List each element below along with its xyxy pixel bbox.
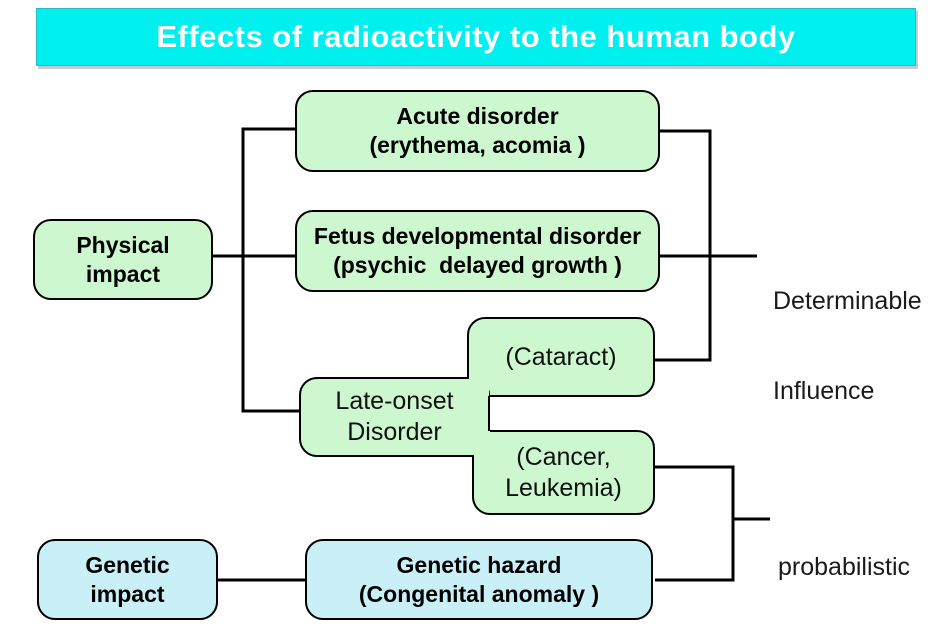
diagram-title: Effects of radioactivity to the human bo…	[36, 8, 916, 66]
box-late-onset-line1: Late-onset	[335, 387, 454, 415]
box-genetic-hazard-line2: (Congenital anomaly )	[358, 580, 600, 607]
label-probabilistic-line1: probabilistic	[778, 553, 911, 581]
diagram-title-text: Effects of radioactivity to the human bo…	[156, 19, 796, 54]
box-late-onset-disorder: Late-onset Disorder	[299, 377, 490, 457]
connector-left-bracket	[241, 127, 299, 413]
label-determinable-line2: Influence	[773, 377, 875, 405]
box-cancer-leukemia: (Cancer, Leukemia)	[472, 430, 655, 515]
box-acute-disorder: Acute disorder (erythema, acomia )	[295, 90, 660, 172]
box-genetic-impact-line1: Genetic	[85, 551, 170, 578]
box-cataract: (Cataract)	[467, 317, 655, 397]
box-genetic-hazard: Genetic hazard (Congenital anomaly )	[305, 539, 653, 620]
label-determinable-influence: Determinable Influence	[773, 226, 922, 466]
box-acute-disorder-line2: (erythema, acomia )	[369, 132, 586, 158]
box-cancer-leukemia-line2: Leukemia)	[505, 473, 622, 502]
box-genetic-hazard-line1: Genetic hazard	[396, 551, 562, 578]
connector-right-bracket-bottom	[655, 465, 735, 582]
box-physical-impact-line2: impact	[85, 260, 161, 287]
box-fetus-disorder: Fetus developmental disorder (psychic de…	[295, 210, 660, 292]
box-fetus-disorder-line1: Fetus developmental disorder	[313, 223, 642, 249]
box-acute-disorder-line1: Acute disorder	[396, 103, 559, 129]
box-fetus-disorder-line2: (psychic delayed growth )	[333, 252, 622, 278]
box-physical-impact-line1: Physical	[76, 231, 170, 258]
box-union-patch	[474, 431, 490, 458]
box-cancer-leukemia-line1: (Cancer,	[516, 442, 611, 471]
box-late-onset-line2: Disorder	[347, 418, 442, 446]
box-genetic-impact: Genetic impact	[37, 539, 218, 620]
box-cataract-line1: (Cataract)	[505, 342, 617, 371]
connector-right-bracket-top	[653, 129, 712, 362]
label-probabilistic-influence: probabilistic influence	[778, 492, 910, 634]
box-union-patch	[469, 375, 489, 396]
box-genetic-impact-line2: impact	[90, 580, 165, 607]
box-physical-impact: Physical impact	[33, 219, 213, 300]
label-determinable-line1: Determinable	[773, 287, 922, 315]
